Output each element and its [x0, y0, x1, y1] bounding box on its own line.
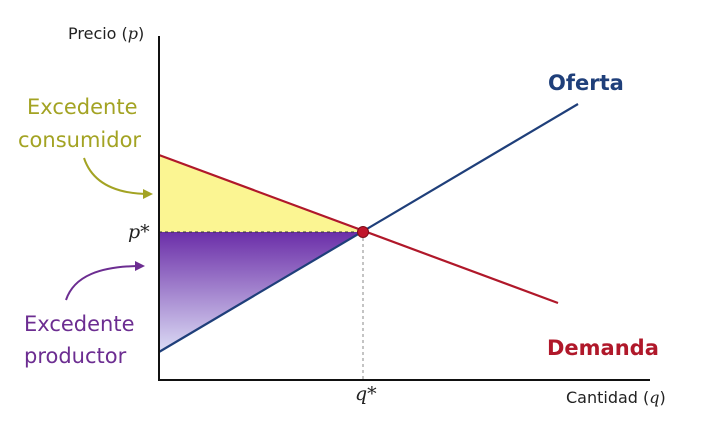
equilibrium-point — [357, 226, 369, 238]
equilibrium-price-label: p* — [128, 221, 150, 243]
consumer-surplus-label: Excedente consumidor — [18, 95, 144, 152]
x-axis-title: Cantidad (q) — [566, 388, 666, 407]
producer-surplus-label: Excedente productor — [24, 312, 141, 368]
supply-curve — [158, 103, 579, 353]
supply-label: Oferta — [548, 71, 624, 95]
consumer-surplus-arrow — [83, 157, 153, 199]
demand-label: Demanda — [547, 336, 659, 360]
equilibrium-quantity-label: q* — [355, 383, 377, 405]
producer-surplus-arrow — [65, 261, 145, 301]
y-axis-title: Precio (p) — [68, 24, 144, 43]
